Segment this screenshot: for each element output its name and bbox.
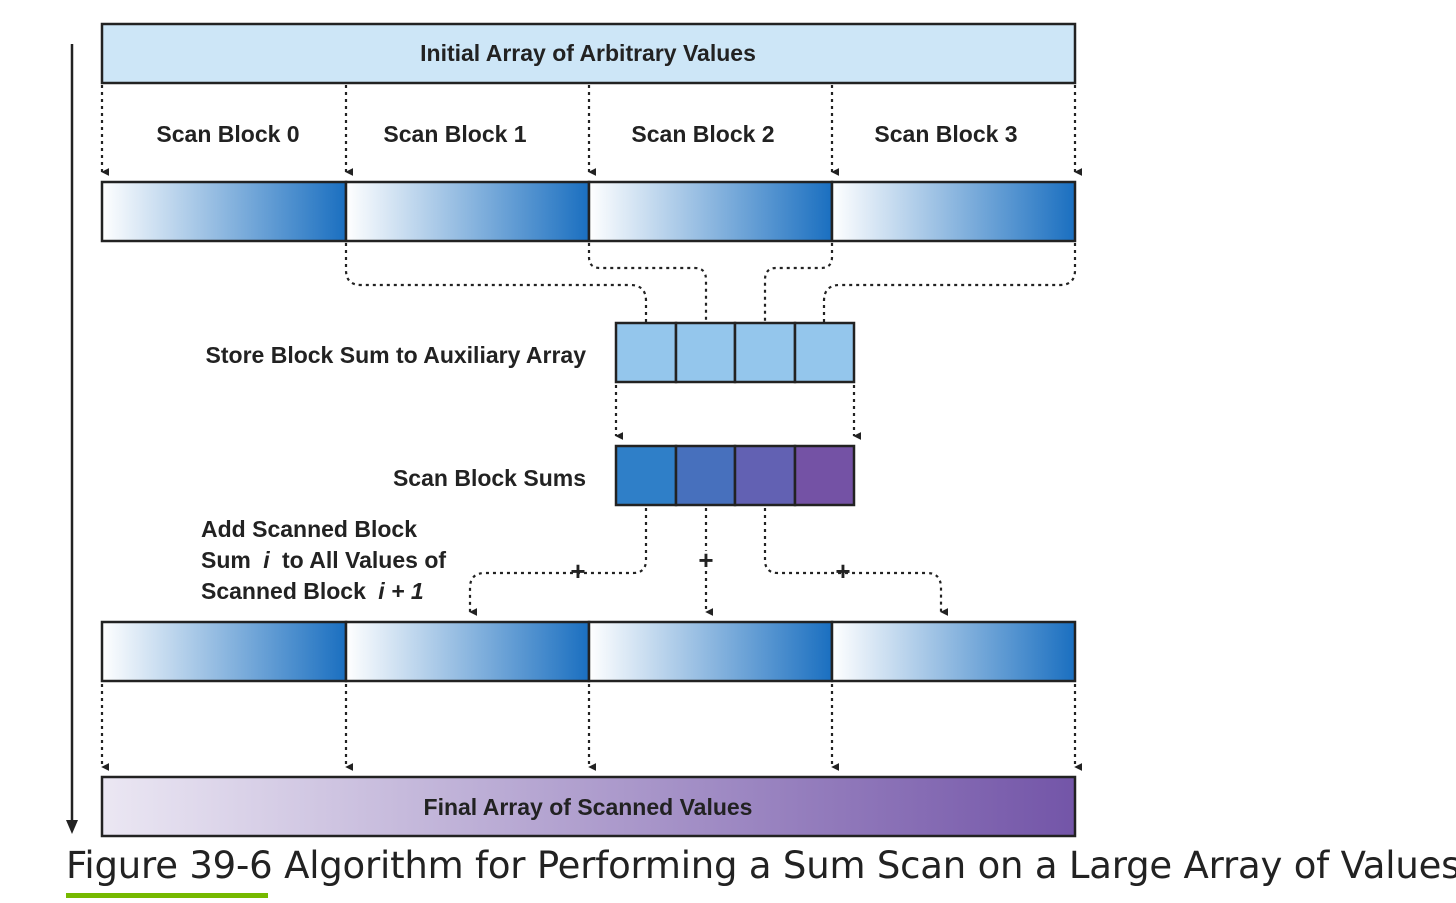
final-array-label: Final Array of Scanned Values — [424, 794, 753, 820]
aux-cell-3 — [793, 321, 856, 384]
split-arrows — [100, 85, 1083, 176]
figure-number-underline — [66, 893, 268, 898]
scanned-block-1 — [344, 180, 591, 243]
updated-blocks-row — [100, 620, 1077, 683]
updated-block-2 — [587, 620, 834, 683]
scan-block-label-1: Scan Block 1 — [383, 121, 526, 147]
sum-cell-0 — [614, 444, 678, 507]
add-scanned-block-label: Add Scanned Block Sum i to All Values of… — [201, 516, 452, 604]
sum-cell-2 — [733, 444, 797, 507]
scanned-block-0 — [100, 180, 348, 243]
scan-block-sums-array — [614, 444, 856, 507]
scan-block-label-3: Scan Block 3 — [874, 121, 1017, 147]
final-array-bar — [100, 775, 1077, 838]
figure-number: Figure 39-6 — [66, 844, 273, 887]
initial-array-label: Initial Array of Arbitrary Values — [420, 40, 756, 66]
figure-caption: Figure 39-6 Algorithm for Performing a S… — [66, 844, 1456, 887]
updated-block-0 — [100, 620, 348, 683]
plus-sign-1: + — [698, 545, 713, 575]
store-block-sum-label: Store Block Sum to Auxiliary Array — [206, 342, 587, 368]
merge-arrows — [100, 684, 1083, 771]
plus-sign-2: + — [835, 556, 850, 586]
initial-array-bar — [100, 22, 1077, 85]
aux-cell-1 — [674, 321, 737, 384]
aux-cell-2 — [733, 321, 797, 384]
updated-block-3 — [830, 620, 1077, 683]
scan-block-sums-label: Scan Block Sums — [393, 465, 586, 491]
updated-block-1 — [344, 620, 591, 683]
scanned-block-3 — [830, 180, 1077, 243]
auxiliary-array — [614, 321, 856, 384]
aux-cell-0 — [614, 321, 678, 384]
block-sum-arrows — [344, 243, 1077, 342]
scan-block-label-2: Scan Block 2 — [631, 121, 774, 147]
scan-sums-arrows — [614, 385, 862, 440]
scanned-block-2 — [587, 180, 834, 243]
add-sum-arrows — [468, 508, 949, 616]
timeline-arrow — [66, 44, 78, 834]
figure-title: Algorithm for Performing a Sum Scan on a… — [284, 844, 1456, 887]
plus-sign-0: + — [570, 556, 585, 586]
sum-cell-3 — [793, 444, 856, 507]
sum-cell-1 — [674, 444, 737, 507]
scanned-blocks-row — [100, 180, 1077, 243]
scan-block-label-0: Scan Block 0 — [156, 121, 299, 147]
